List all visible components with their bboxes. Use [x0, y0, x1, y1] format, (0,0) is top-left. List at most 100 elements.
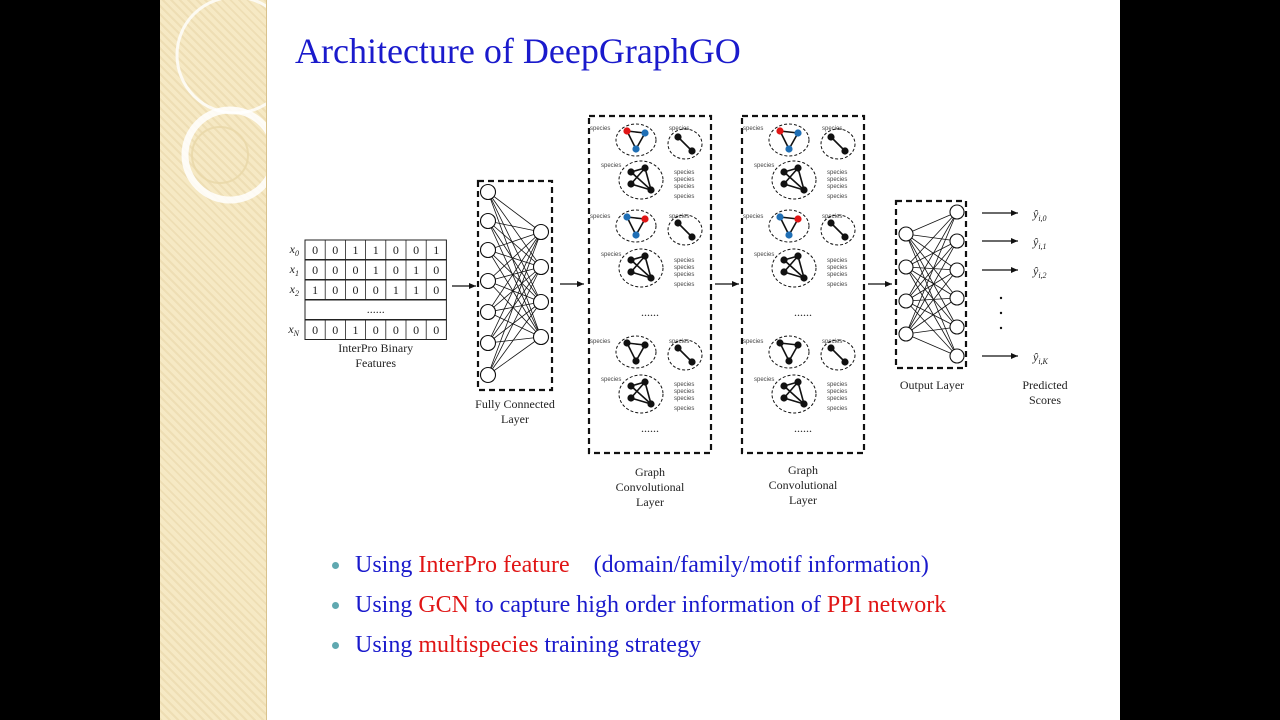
species-graph-boundary: [667, 339, 703, 371]
output-score-subscript: i,2: [1038, 271, 1046, 280]
connection: [487, 220, 542, 303]
matrix-cell: 0: [413, 243, 419, 257]
neuron: [479, 272, 497, 290]
gcn-ellipsis: ......: [794, 305, 812, 319]
graph-node: [623, 213, 631, 221]
species-tag: species: [674, 396, 694, 402]
graph-node: [627, 168, 635, 176]
graph-edge: [630, 171, 652, 191]
connection: [487, 191, 542, 338]
graph-node: [780, 268, 788, 276]
graph-node: [688, 358, 696, 366]
connection: [487, 336, 542, 344]
species-graph-boundary: [615, 123, 657, 157]
graph-node: [688, 233, 696, 241]
connection: [905, 233, 958, 299]
fc-label-line1: Fully Connected: [475, 397, 555, 411]
connection: [905, 269, 958, 335]
species-tag: species: [674, 389, 694, 395]
connection: [905, 240, 958, 335]
species-tag: species: [743, 339, 763, 345]
species-tag: species: [674, 282, 694, 288]
species-tag: species: [827, 177, 847, 183]
matrix-cell: 0: [332, 243, 338, 257]
neuron: [479, 366, 497, 384]
connection: [487, 266, 542, 313]
connection: [487, 266, 542, 344]
connection: [905, 297, 958, 335]
row-label: x1: [289, 262, 299, 278]
graph-node: [827, 219, 835, 227]
species-graph-boundary: [771, 248, 817, 288]
graph-node: [641, 215, 649, 223]
species-tag: species: [822, 126, 842, 132]
gcn2-label-line: Convolutional: [769, 478, 838, 492]
output-score-label: ŷi,1: [1032, 235, 1047, 251]
connection: [487, 191, 542, 233]
graph-node: [780, 256, 788, 264]
flow-arrows: [452, 281, 892, 289]
graph-node: [647, 400, 655, 408]
gcn2-label-line: Layer: [789, 493, 817, 507]
graph-node: [785, 145, 793, 153]
connection: [487, 220, 542, 338]
graph-node: [794, 164, 802, 172]
matrix-cell: 1: [353, 243, 359, 257]
graph-node: [841, 147, 849, 155]
bullet-item: Using multispecies training strategy: [332, 625, 946, 665]
species-tag: species: [827, 170, 847, 176]
connection: [905, 266, 958, 357]
graph-node: [776, 339, 784, 347]
connection: [905, 269, 958, 302]
graph-node: [623, 127, 631, 135]
species-graph-boundary: [771, 160, 817, 200]
connection: [487, 280, 542, 303]
connection: [487, 231, 542, 376]
graph-node: [674, 219, 682, 227]
connection: [487, 266, 542, 282]
graph-node: [785, 231, 793, 239]
graph-node: [641, 129, 649, 137]
species-graph-boundary: [667, 128, 703, 160]
graph-node: [841, 358, 849, 366]
species-tag: species: [674, 194, 694, 200]
neuron: [949, 319, 965, 335]
neuron: [949, 262, 965, 278]
connection: [905, 297, 958, 302]
gcn-dashed-box: [587, 114, 713, 455]
species-tag: species: [601, 163, 621, 169]
connection: [905, 326, 958, 335]
graph-node: [800, 400, 808, 408]
species-graph-boundary: [615, 209, 657, 243]
graph-node: [632, 231, 640, 239]
species-tag: species: [743, 214, 763, 220]
graph-node: [632, 145, 640, 153]
vertical-ellipsis-dot: [999, 326, 1003, 330]
graph-node: [794, 129, 802, 137]
graph-edge: [644, 255, 652, 279]
graph-node: [641, 341, 649, 349]
species-graph-boundary: [768, 209, 810, 243]
graph-edge: [783, 259, 805, 279]
connection: [487, 249, 542, 303]
species-tag: species: [674, 406, 694, 412]
neuron: [898, 293, 914, 309]
graph-node: [780, 180, 788, 188]
connection: [487, 311, 542, 338]
matrix-cell: 0: [393, 243, 399, 257]
species-graph-boundary: [820, 339, 856, 371]
connection: [487, 191, 542, 303]
row-label-subscript: N: [293, 329, 300, 338]
neuron: [949, 348, 965, 364]
output-score-subscript: i,K: [1038, 357, 1048, 366]
matrix-cell: 1: [353, 323, 359, 337]
matrix-cell: 0: [373, 283, 379, 297]
matrix-cell: 0: [373, 323, 379, 337]
species-tag: species: [669, 126, 689, 132]
matrix-cell: 0: [433, 283, 439, 297]
graph-node: [780, 394, 788, 402]
species-tag: species: [827, 194, 847, 200]
connection: [905, 211, 958, 235]
